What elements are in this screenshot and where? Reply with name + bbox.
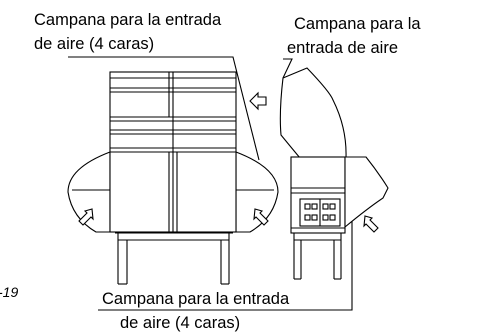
figure-reference: -19 <box>0 284 19 300</box>
side-inlet-hood <box>344 156 389 229</box>
callout-top-right-line2: entrada de aire <box>287 39 398 57</box>
front-base-frame <box>115 232 233 285</box>
top-inlet-hood <box>279 67 347 159</box>
front-view-unit <box>67 71 279 285</box>
callout-top-left-line1: Campana para la entrada <box>34 11 222 29</box>
callout-bottom-line2: de aire (4 caras) <box>120 314 241 332</box>
side-view-unit <box>279 67 389 280</box>
arrow-up-right-icon <box>78 208 94 226</box>
callout-top-left-line2: de aire (4 caras) <box>34 35 155 53</box>
leader-lines <box>68 56 353 311</box>
callout-top-right-line1: Campana para la <box>294 15 421 33</box>
front-cabinet <box>109 71 237 233</box>
arrow-up-left-side-icon <box>363 215 379 233</box>
arrow-left-icon <box>249 91 267 111</box>
inlet-hood-four-sides <box>67 151 279 233</box>
control-panel <box>299 198 341 227</box>
side-cabinet-body <box>290 156 346 234</box>
arrow-up-left-icon <box>253 208 269 226</box>
callout-bottom-line1: Campana para la entrada <box>102 290 290 308</box>
airflow-arrows <box>78 91 379 233</box>
side-base-frame <box>293 233 342 280</box>
